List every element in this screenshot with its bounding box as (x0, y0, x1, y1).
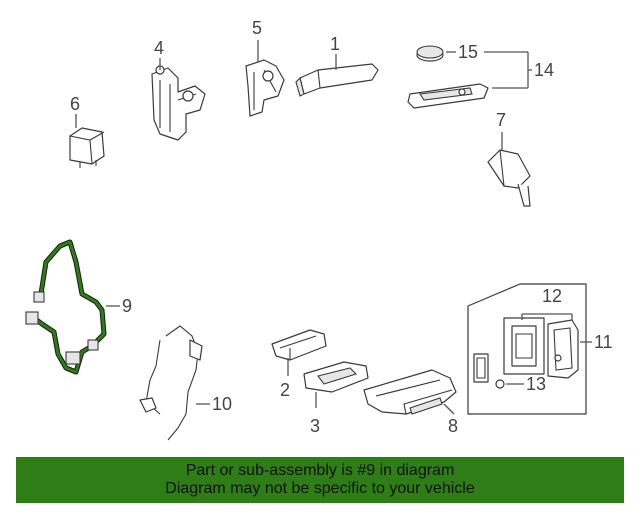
callout-12: 12 (521, 286, 573, 320)
callout-13: 13 (506, 374, 546, 394)
part-15-battery[interactable] (416, 45, 444, 62)
callout-11: 11 (580, 332, 613, 352)
part-5-bracket[interactable] (245, 59, 285, 117)
callout-6-label: 6 (70, 94, 80, 114)
callout-8: 8 (443, 403, 458, 436)
callout-10-label: 10 (212, 394, 232, 414)
callout-8-label: 8 (448, 416, 458, 436)
callout-12-label: 12 (542, 286, 562, 306)
callout-7-label: 7 (496, 110, 506, 130)
part-13-o-ring[interactable] (495, 379, 505, 389)
part-12-switch[interactable] (503, 317, 545, 375)
part-6-relay[interactable] (69, 127, 105, 168)
callout-10: 10 (196, 394, 232, 414)
part-10-bracket[interactable] (139, 325, 203, 441)
inset-small-switch (473, 353, 489, 383)
part-14-key-fob[interactable] (407, 83, 489, 109)
callout-4: 4 (154, 38, 164, 70)
part-3-control-unit[interactable] (303, 361, 369, 393)
callout-9-label: 9 (122, 296, 132, 316)
callout-3: 3 (310, 392, 320, 436)
callout-14-label: 14 (534, 60, 554, 80)
callout-3-label: 3 (310, 416, 320, 436)
callout-15: 15 (446, 42, 528, 62)
callout-13-label: 13 (526, 374, 546, 394)
banner-line-2: Diagram may not be specific to your vehi… (165, 480, 475, 497)
part-1-antenna[interactable] (295, 63, 379, 97)
part-9-wire-harness[interactable] (25, 239, 107, 375)
part-2-module[interactable] (271, 329, 327, 361)
part-7-key[interactable] (487, 149, 531, 207)
part-4-bracket[interactable] (151, 65, 206, 141)
callout-6: 6 (70, 94, 80, 128)
parts-diagram: 4 5 1 15 14 (25, 18, 613, 441)
callout-9: 9 (106, 296, 132, 316)
callout-15-label: 15 (458, 42, 478, 62)
banner-line-1: Part or sub-assembly is #9 in diagram (185, 462, 455, 479)
callout-7: 7 (496, 110, 506, 150)
callout-2: 2 (280, 358, 290, 400)
callout-1: 1 (330, 34, 340, 70)
callout-5: 5 (252, 18, 262, 62)
part-11-switch-assembly[interactable] (547, 319, 579, 379)
callout-4-label: 4 (154, 38, 164, 58)
callout-14: 14 (492, 52, 554, 89)
part-8-ecu[interactable] (363, 369, 457, 415)
callout-2-label: 2 (280, 380, 290, 400)
callout-11-label: 11 (594, 332, 613, 352)
callout-5-label: 5 (252, 18, 262, 38)
callout-1-label: 1 (330, 34, 340, 54)
info-banner: Part or sub-assembly is #9 in diagram Di… (16, 457, 624, 503)
